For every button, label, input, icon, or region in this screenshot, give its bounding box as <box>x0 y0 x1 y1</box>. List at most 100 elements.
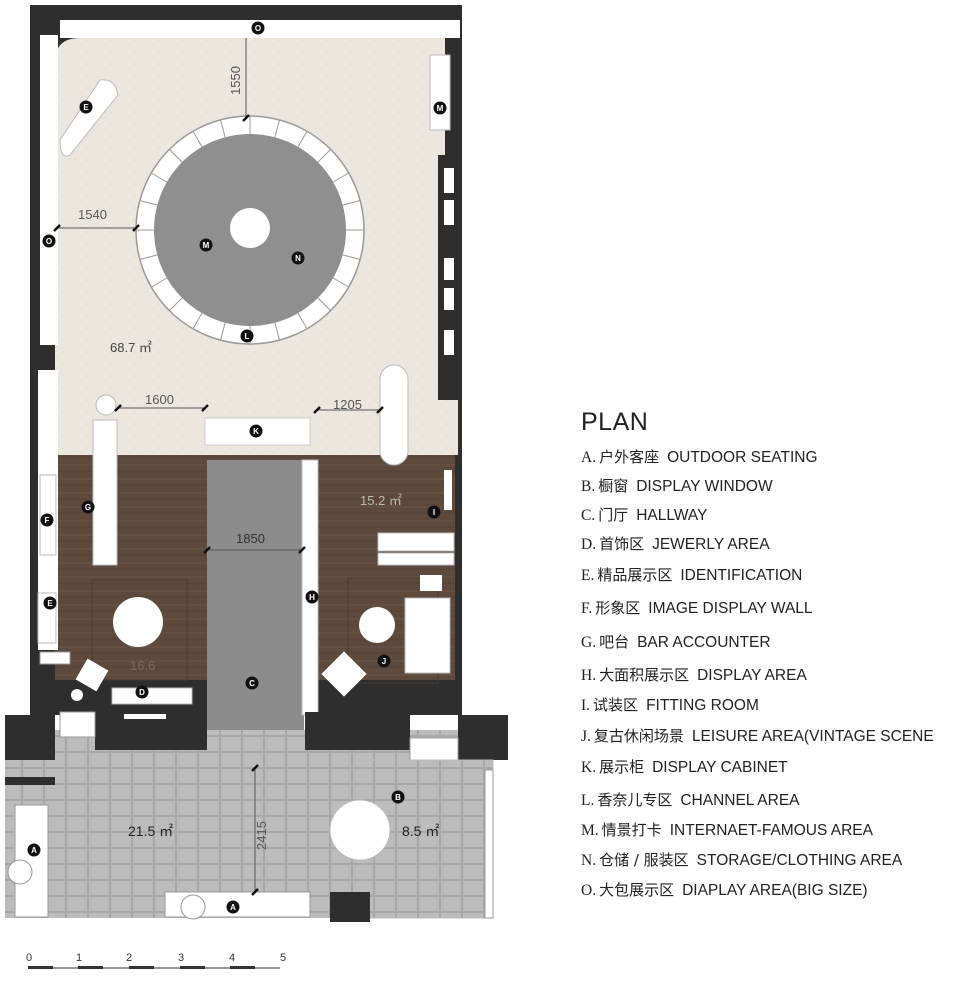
outdoor-wall-black <box>5 777 55 785</box>
identification-display <box>59 79 119 157</box>
marker-g: G <box>81 500 95 514</box>
window-glass <box>484 769 494 919</box>
jewelry-chair <box>75 658 109 692</box>
entry-bench-right <box>409 737 459 764</box>
marker-letter: A <box>31 846 37 855</box>
marker-dot <box>391 790 405 804</box>
marker-letter: J <box>382 657 386 666</box>
marker-letter: N <box>295 254 301 263</box>
marker-e: E <box>43 596 57 610</box>
legend-letter: B. <box>581 478 596 495</box>
marker-e: E <box>79 100 93 114</box>
marker-dot <box>79 100 93 114</box>
platform-segment-divider <box>274 119 280 138</box>
fitting-mirror <box>444 470 452 510</box>
legend-title: PLAN <box>581 408 649 436</box>
platform-segment-divider <box>297 312 308 329</box>
area-main-hall: 68.7 ㎡ <box>110 340 152 355</box>
leisure-sofa <box>404 597 451 674</box>
dim-1205: 1205 <box>333 397 362 412</box>
marker-c: C <box>245 676 259 690</box>
marker-letter: O <box>255 24 261 33</box>
marker-dot <box>27 843 41 857</box>
legend-english: FITTING ROOM <box>646 697 759 714</box>
platform-segment-divider <box>342 200 361 206</box>
marker-dot <box>42 234 56 248</box>
legend-english: IMAGE DISPLAY WALL <box>648 600 813 617</box>
right-wall-slot-1 <box>444 168 454 193</box>
scale-tick-2: 2 <box>126 952 132 964</box>
scale-tick-4: 4 <box>229 952 235 964</box>
platform-segment-divider <box>151 277 168 288</box>
legend-chinese: 展示柜 <box>599 758 645 776</box>
marker-j: J <box>377 654 391 668</box>
legend-chinese: 复古休闲场景 <box>593 727 684 745</box>
bar-counter <box>92 419 118 566</box>
jewelry-rug <box>91 579 188 681</box>
legend-chinese: 形象区 <box>595 599 641 617</box>
legend-letter: O. <box>581 882 597 899</box>
legend-letter: I. <box>581 697 591 714</box>
scale-tick-0: 0 <box>26 952 32 964</box>
jewelry-counter <box>111 687 193 705</box>
platform-segment-divider <box>220 322 226 341</box>
legend-chinese: 大面积展示区 <box>599 666 690 684</box>
marker-letter: F <box>45 516 50 525</box>
outdoor-right-wall <box>458 715 508 760</box>
legend-letter: J. <box>581 728 591 745</box>
round-stool <box>95 394 117 416</box>
platform-segment-divider <box>297 131 308 148</box>
marker-dot <box>305 590 319 604</box>
dim-1850: 1850 <box>236 531 265 546</box>
legend-english: DISPLAY WINDOW <box>636 478 773 495</box>
marker-f: F <box>40 513 54 527</box>
entry-stairs <box>59 711 96 738</box>
marker-n: N <box>291 251 305 265</box>
jewelry-round-table <box>113 597 163 647</box>
platform-segment-divider <box>169 297 183 311</box>
pillar <box>379 364 409 466</box>
marker-dot <box>377 654 391 668</box>
legend-chinese: 大包展示区 <box>599 881 675 899</box>
legend-chinese: 试装区 <box>593 696 639 714</box>
legend-english: OUTDOOR SEATING <box>667 449 818 466</box>
platform-segment-divider <box>192 312 203 329</box>
platform-segment-divider <box>220 119 226 138</box>
marker-m: M <box>199 238 213 252</box>
legend-chinese: 户外客座 <box>599 448 660 466</box>
legend-letter: L. <box>581 792 595 809</box>
marker-letter: O <box>46 237 52 246</box>
small-stool <box>71 689 83 701</box>
legend-english: CHANNEL AREA <box>680 792 800 809</box>
marker-dot <box>433 101 447 115</box>
legend-chinese: 香奈儿专区 <box>597 791 673 809</box>
marker-l: L <box>240 329 254 343</box>
leisure-side-table <box>420 575 442 591</box>
right-wall-slot-2 <box>444 200 454 225</box>
legend-chinese: 情景打卡 <box>601 821 662 839</box>
legend-item: O.大包展示区 DIAPLAY AREA(BIG SIZE) <box>581 879 868 900</box>
outdoor-left-wall <box>5 715 55 760</box>
marker-dot <box>40 513 54 527</box>
fitting-bench-1 <box>377 532 455 552</box>
legend-english: DIAPLAY AREA(BIG SIZE) <box>682 882 868 899</box>
marker-letter: D <box>139 688 145 697</box>
entry-step-right <box>305 712 410 750</box>
marker-a: A <box>27 843 41 857</box>
platform-segment-divider <box>274 322 280 341</box>
platform-segment-divider <box>139 200 158 206</box>
marker-dot <box>249 424 263 438</box>
legend-letter: A. <box>581 449 597 466</box>
legend-english: INTERNAET-FAMOUS AREA <box>669 822 873 839</box>
marker-dot <box>226 900 240 914</box>
dim-1550: 1550 <box>228 66 243 95</box>
marker-o: O <box>42 234 56 248</box>
legend-english: IDENTIFICATION <box>680 567 803 584</box>
